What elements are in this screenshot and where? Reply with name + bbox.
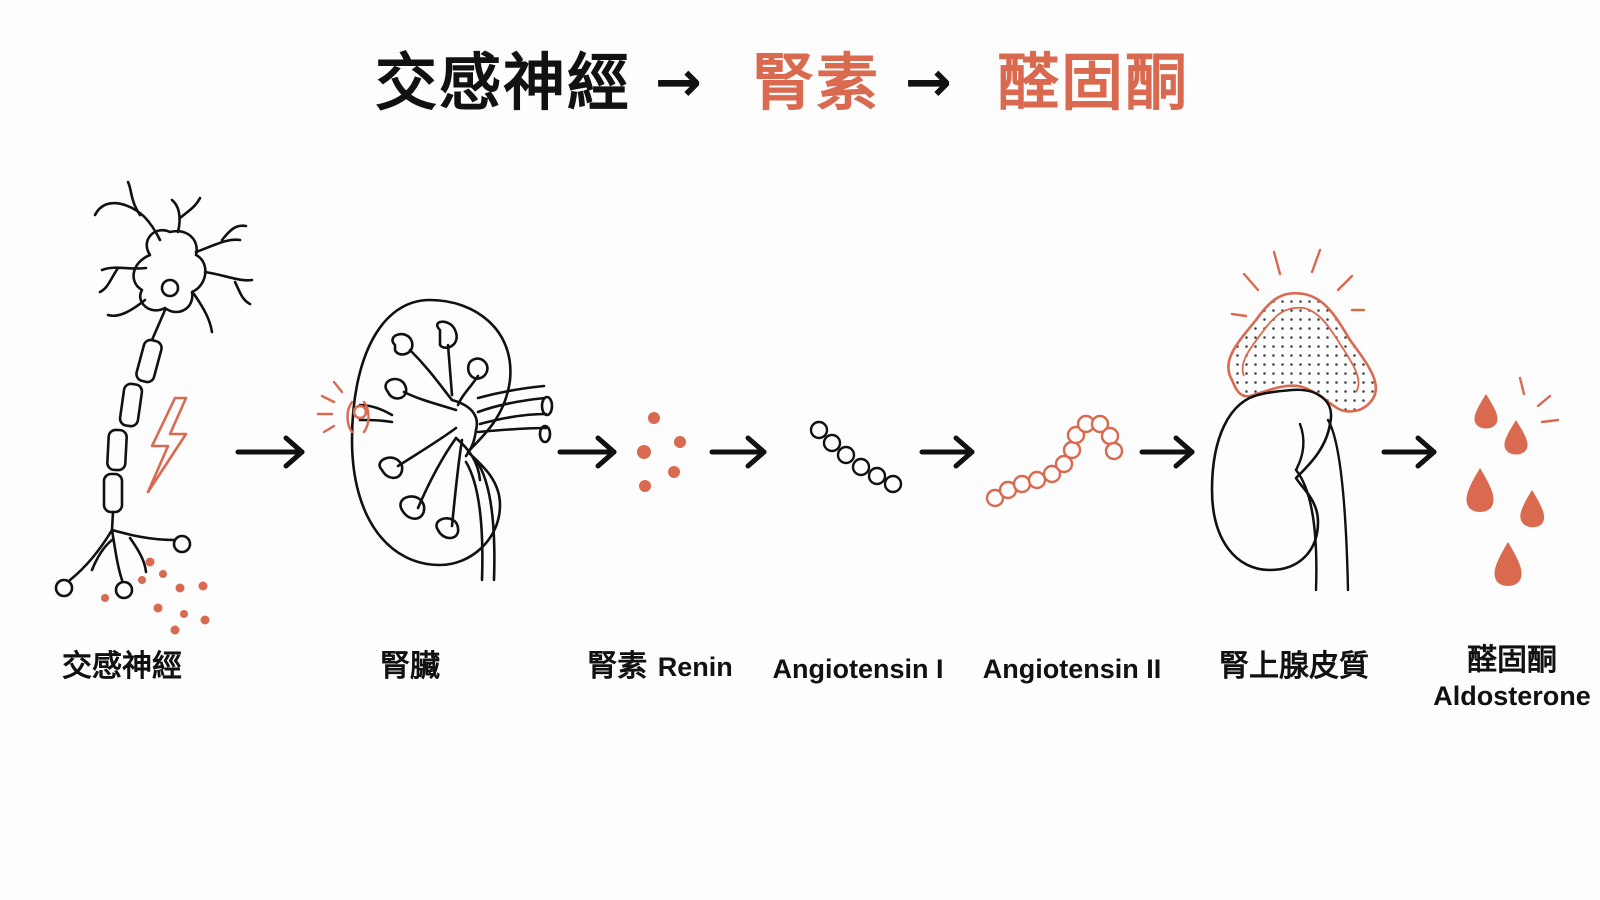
aldosterone-rays-icon: [1518, 376, 1560, 424]
title-row: 交感神經 → 腎素 → 醛固酮: [0, 38, 1600, 128]
title-arrow-1: →: [655, 50, 702, 115]
title-arrow-2: →: [905, 50, 952, 115]
kidney-icon: [350, 298, 554, 582]
renin-molecules-icon: [637, 412, 686, 492]
flow-arrow-6: [1381, 435, 1437, 469]
title-aldosterone: 醛固酮: [997, 46, 1190, 119]
juxtaglomerular-signal-icon: [316, 380, 370, 434]
label-angiotensin-ii: Angiotensin II: [982, 654, 1162, 684]
angiotensin-ii-chain-icon: [985, 414, 1124, 508]
label-aldosterone-en: Aldosterone: [1433, 681, 1591, 711]
label-aldosterone: 醛固酮 Aldosterone: [1433, 642, 1591, 712]
label-renin-zh: 腎素: [587, 649, 648, 684]
aldosterone-droplets-icon: [1466, 394, 1545, 586]
adrenal-gland-icon: [1210, 248, 1378, 592]
label-aldosterone-zh: 醛固酮: [1467, 643, 1557, 678]
angiotensin-i-chain-icon: [809, 420, 903, 494]
flow-arrow-1: [235, 435, 305, 469]
lightning-bolt-icon: [146, 396, 188, 494]
label-renin: 腎素 Renin: [587, 648, 732, 686]
flow-arrow-3: [709, 435, 767, 469]
neuron-icon: [54, 180, 254, 600]
neurotransmitter-particles: [101, 557, 210, 635]
flow-arrow-2: [557, 435, 617, 469]
label-angiotensin-i: Angiotensin I: [772, 654, 944, 684]
flow-arrow-4: [919, 435, 975, 469]
flow-arrow-5: [1139, 435, 1195, 469]
label-renin-en: Renin: [657, 652, 733, 682]
title-renin: 腎素: [752, 46, 881, 119]
label-kidney: 腎臟: [380, 649, 440, 684]
label-sympathetic-nerve: 交感神經: [62, 649, 182, 684]
label-adrenal-cortex: 腎上腺皮質: [1219, 649, 1369, 684]
title-sympathetic-nerve: 交感神經: [375, 46, 632, 119]
